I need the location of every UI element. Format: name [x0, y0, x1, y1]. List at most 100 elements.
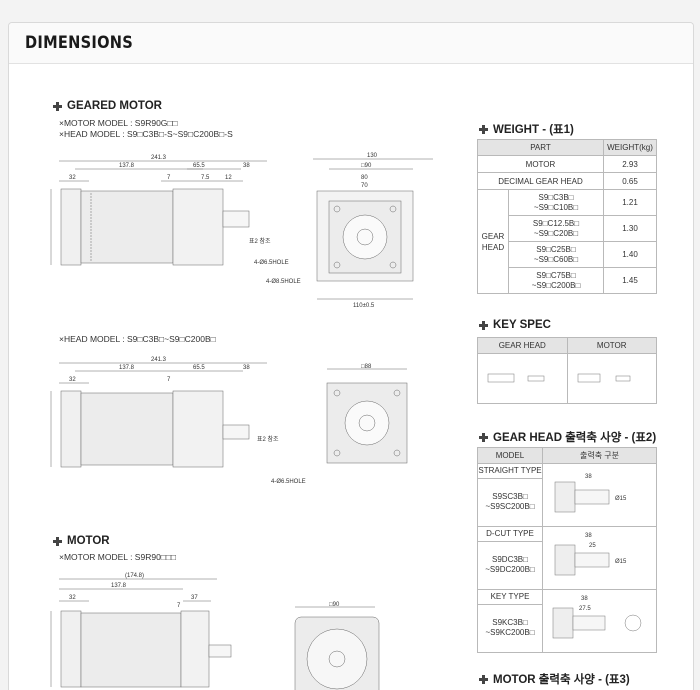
geared-head-model: ×HEAD MODEL : S9□C3B□-S~S9□C200B□-S — [59, 129, 233, 139]
gear-row-2-a: S9□C12.5B□ — [532, 218, 580, 228]
dcut-shaft-drawing: 38 25 Ø15 — [554, 533, 627, 576]
dim2-7: 7 — [167, 377, 171, 383]
head-front-drawing: □88 — [326, 364, 408, 464]
dim-12: 12 — [225, 175, 232, 181]
gear-row-4-b: ~S9□C200B□ — [531, 280, 581, 290]
gear-key-drawing — [488, 373, 545, 382]
dcut-dim-38: 38 — [585, 533, 592, 539]
hole-label-2: 4-Ø8.5HOLE — [266, 279, 301, 285]
key-model-a: S9KC3B□ — [492, 618, 528, 628]
label2-table-ref: 표2 참조 — [257, 435, 279, 443]
key-spec-gear-drawing — [477, 353, 568, 404]
gear-shaft-title: GEAR HEAD 출력축 사양 - (표2) — [493, 432, 657, 444]
straight-model-a: S9SC3B□ — [492, 492, 528, 502]
dim2-38: 38 — [243, 365, 250, 371]
shaft-models-straight: S9SC3B□~S9SC200B□ — [477, 477, 543, 528]
dcut-dim-15: Ø15 — [615, 559, 627, 565]
gear-row-3-b: ~S9□C60B□ — [533, 254, 579, 264]
gear-head-label-2: HEAD — [481, 242, 505, 252]
key-spec-header-gear: GEAR HEAD — [477, 337, 568, 354]
weight-row-motor: MOTOR — [477, 155, 604, 173]
plus-icon — [479, 432, 488, 442]
gear-shaft-header-model: MODEL — [477, 447, 543, 464]
weight-heading: WEIGHT - (표1) — [479, 121, 574, 137]
key-shaft-drawing: 38 27.5 — [552, 596, 641, 639]
gear-row-4-val: 1.45 — [603, 267, 657, 294]
hole-label-1: 4-Ø6.5HOLE — [254, 260, 289, 266]
geared-motor-model: ×MOTOR MODEL : S9R90G□□ — [59, 118, 178, 128]
dim-7: 7 — [167, 175, 171, 181]
weight-row-decimal: DECIMAL GEAR HEAD — [477, 172, 604, 190]
gear-row-2: S9□C12.5B□~S9□C20B□ — [508, 215, 604, 242]
plus-icon — [53, 536, 62, 546]
key-spec-header-motor: MOTOR — [566, 337, 657, 354]
gear-row-1: S9□C3B□~S9□C10B□ — [508, 189, 604, 216]
dim-241-3: 241.3 — [151, 155, 167, 161]
weight-header-weight: WEIGHT(kg) — [603, 139, 657, 156]
straight-model-b: ~S9SC200B□ — [485, 502, 535, 512]
card-header: DIMENSIONS — [9, 23, 693, 64]
dim3-32: 32 — [69, 595, 76, 601]
motor-shaft-title: MOTOR 출력축 사양 - (표3) — [493, 674, 630, 686]
plus-icon — [479, 124, 488, 134]
shaft-type-key: KEY TYPE — [477, 589, 543, 605]
gear-row-2-b: ~S9□C20B□ — [533, 228, 579, 238]
key-spec-motor-drawing — [566, 353, 657, 404]
shaft-straight-drawing: 38 Ø15 — [542, 463, 657, 527]
key-spec-table: GEAR HEAD MOTOR — [477, 337, 657, 404]
motor-title: MOTOR — [67, 535, 110, 547]
weight-title: WEIGHT - (표1) — [493, 124, 574, 136]
dim-7-5: 7.5 — [201, 175, 210, 181]
geared-motor-title: GEARED MOTOR — [67, 100, 162, 112]
motor-model: ×MOTOR MODEL : S9R90□□□ — [59, 552, 177, 562]
gear-row-3-val: 1.40 — [603, 241, 657, 268]
gear-row-1-a: S9□C3B□ — [538, 192, 574, 202]
shaft-type-dcut: D-CUT TYPE — [477, 526, 543, 542]
dim3-37: 37 — [191, 595, 198, 601]
motor-shaft-heading: MOTOR 출력축 사양 - (표3) — [479, 671, 630, 687]
motor-key-drawing — [577, 373, 630, 382]
dim-32: 32 — [69, 175, 76, 181]
geared-motor-side-drawing: 241.3 137.8 65.5 38 32 7 7.5 12 표2 참조 — [50, 155, 271, 266]
dim-137-8: 137.8 — [119, 163, 135, 169]
gear-head-label: GEAR HEAD — [477, 189, 509, 294]
weight-row-motor-val: 2.93 — [603, 155, 657, 173]
gear-row-3-a: S9□C25B□ — [536, 244, 576, 254]
key-model-b: ~S9KC200B□ — [485, 628, 535, 638]
plus-icon — [479, 674, 488, 684]
head-only-model: ×HEAD MODEL : S9□C3B□~S9□C200B□ — [59, 334, 216, 344]
label-table-ref: 표2 참조 — [249, 237, 271, 245]
straight-shaft-drawing: 38 Ø15 — [554, 474, 627, 513]
straight-dim-38: 38 — [585, 474, 592, 480]
dim3-sq90: □90 — [329, 602, 340, 608]
head-side-drawing: 241.3 137.8 65.5 38 32 7 표2 참조 — [50, 357, 279, 468]
dim3-174-8: (174.8) — [125, 573, 144, 579]
key-spec-title: KEY SPEC — [493, 319, 551, 331]
key-dim-27-5: 27.5 — [579, 606, 591, 612]
weight-header-part: PART — [477, 139, 604, 156]
key-dim-38: 38 — [581, 596, 588, 602]
gear-row-3: S9□C25B□~S9□C60B□ — [508, 241, 604, 268]
gear-shaft-heading: GEAR HEAD 출력축 사양 - (표2) — [479, 429, 656, 445]
dim3-137-8: 137.8 — [111, 583, 127, 589]
plus-icon — [479, 320, 488, 330]
dim2-65-5: 65.5 — [193, 365, 205, 371]
gear-row-4: S9□C75B□~S9□C200B□ — [508, 267, 604, 294]
hole-label-3: 4-Ø6.5HOLE — [271, 479, 306, 485]
gear-head-label-1: GEAR — [481, 231, 505, 241]
gear-row-1-val: 1.21 — [603, 189, 657, 216]
dim2-137-8: 137.8 — [119, 365, 135, 371]
dim-sq90: □90 — [361, 163, 372, 169]
key-spec-heading: KEY SPEC — [479, 319, 551, 331]
dimensions-card: DIMENSIONS GEARED MOTOR ×MOTOR MODEL : S… — [8, 22, 694, 690]
gear-shaft-header-type: 출력축 구분 — [542, 447, 657, 464]
dim2-sq88: □88 — [361, 364, 372, 370]
shaft-models-dcut: S9DC3B□~S9DC200B□ — [477, 540, 543, 591]
shaft-type-straight: STRAIGHT TYPE — [477, 463, 543, 479]
gear-shaft-table: MODEL 출력축 구분 STRAIGHT TYPE 38 Ø15 S9SC3B… — [477, 447, 657, 654]
gear-row-1-b: ~S9□C10B□ — [533, 202, 579, 212]
page-title: DIMENSIONS — [25, 33, 134, 53]
gear-row-4-a: S9□C75B□ — [536, 270, 576, 280]
dim-110: 110±0.5 — [353, 303, 375, 309]
motor-side-drawing: (174.8) 137.8 32 37 7 — [50, 573, 232, 688]
